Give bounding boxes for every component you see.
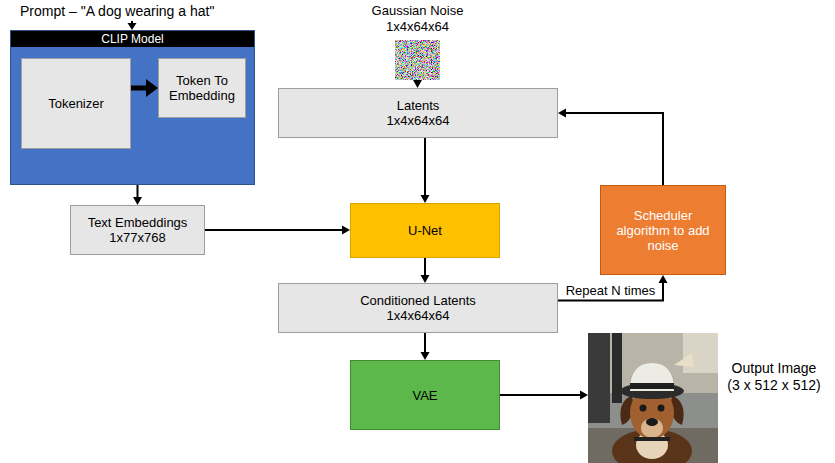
connector-line — [558, 282, 663, 301]
box-text: Tokenizer — [48, 96, 104, 111]
arrow-head — [421, 352, 430, 360]
network-box: U-Net — [350, 203, 500, 258]
caption-text: Output Image (3 x 512 x 512) — [725, 360, 823, 394]
arrow-head — [580, 391, 588, 400]
noise-pixels — [395, 40, 440, 80]
arrow-connector — [421, 333, 430, 360]
box-text: Latents 1x4x64x64 — [373, 98, 463, 128]
group-title: CLIP Model — [101, 31, 163, 47]
connector-line — [137, 185, 139, 198]
prompt-text: Prompt – "A dog wearing a hat" — [20, 3, 214, 19]
connector-line — [424, 258, 426, 276]
decoder-box: VAE — [350, 360, 500, 430]
caption-text: Gaussian Noise 1x4x64x64 — [366, 3, 470, 35]
box-text: Scheduler algorithm to add noise — [607, 208, 719, 253]
label-wrap: Prompt – "A dog wearing a hat" — [20, 3, 214, 19]
dog-photo — [588, 333, 718, 463]
arrow-connector — [558, 109, 663, 186]
arrow-head — [659, 275, 668, 283]
noise-illustration — [395, 40, 440, 80]
process-box: Token To Embedding — [158, 58, 246, 118]
connector-line — [500, 394, 581, 396]
arrow-head — [128, 23, 137, 30]
tensor-box: Conditioned Latents 1x4x64x64 — [278, 283, 558, 333]
arrow-connector — [413, 80, 422, 88]
noise-image: Gaussian Noise 1x4x64x64 — [395, 40, 440, 80]
process-box: Tokenizer — [21, 58, 131, 149]
arrow-head — [421, 275, 430, 283]
arrow-head — [133, 197, 142, 205]
arrow-head — [146, 79, 158, 97]
arrow-connector — [133, 185, 142, 205]
box-text: Conditioned Latents 1x4x64x64 — [348, 293, 488, 323]
box-text: Text Embeddings 1x77x768 — [83, 215, 193, 245]
arrow-head — [558, 109, 566, 118]
arrow-connector — [205, 226, 350, 235]
connector-line — [205, 229, 343, 231]
model-group: CLIP ModelTokenizer Token To Embedding — [10, 30, 255, 185]
tensor-box: Latents 1x4x64x64 — [278, 88, 558, 138]
image-caption: Gaussian Noise 1x4x64x64 — [366, 3, 470, 35]
tensor-box: Text Embeddings 1x77x768 — [70, 205, 205, 255]
connector-line — [131, 86, 147, 91]
connector-line — [565, 113, 663, 185]
arrow-connector — [558, 275, 668, 301]
edge-label-text: Repeat N times — [566, 283, 656, 298]
connector-line — [424, 138, 426, 196]
output-image: Output Image (3 x 512 x 512) — [588, 333, 718, 463]
image-caption: Output Image (3 x 512 x 512) — [725, 360, 823, 394]
box-text: VAE — [412, 388, 437, 403]
box-text: Token To Embedding — [165, 73, 239, 103]
arrow-head — [421, 195, 430, 203]
box-text: U-Net — [408, 223, 442, 238]
arrow-connector — [500, 391, 588, 400]
arrow-head — [413, 80, 422, 88]
arrow-connector — [421, 258, 430, 283]
arrow-head — [342, 226, 350, 235]
edge-label: Repeat N times — [564, 283, 658, 298]
connector-line — [424, 333, 426, 353]
title-bar: CLIP Model — [11, 31, 254, 47]
scheduler-box: Scheduler algorithm to add noise — [600, 185, 726, 275]
arrow-connector — [421, 138, 430, 203]
arrow-connector — [131, 79, 158, 97]
